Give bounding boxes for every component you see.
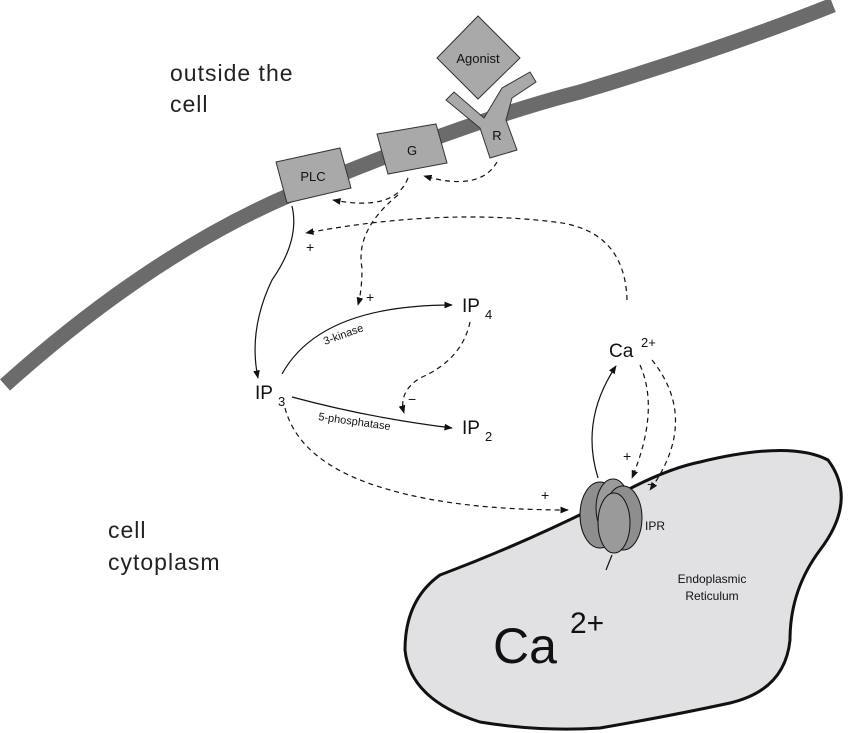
ca-er-charge: 2+	[570, 607, 604, 640]
ip2-label: IP 2	[462, 418, 492, 444]
g-protein: G	[376, 123, 448, 175]
arrow-g-to-kinase	[356, 194, 399, 306]
er-label-line1: Endoplasmic	[678, 572, 747, 586]
er-label-line2: Reticulum	[685, 589, 738, 603]
kinase-plus-sign: +	[366, 289, 374, 305]
arrow-ca-to-plc	[305, 216, 628, 301]
ipr-ca-minus-sign: −	[647, 476, 655, 492]
ipr-ca-plus-sign: +	[623, 448, 631, 464]
arrow-ip3-to-ip4	[281, 301, 453, 375]
arrow-ca-to-ipr-plus	[631, 364, 649, 479]
arrow-g-to-plc	[332, 177, 409, 205]
receptor-label: R	[492, 128, 501, 143]
cytoplasm-label-line1: cell	[108, 517, 147, 543]
svg-text:IP: IP	[462, 418, 480, 439]
agonist-label: Agonist	[456, 51, 500, 66]
outside-cell-label-line2: cell	[170, 91, 209, 117]
arrow-ip4-to-phosphatase	[398, 321, 471, 414]
arrow-ipr-to-ca	[591, 365, 617, 479]
phosphatase-minus-sign: −	[408, 391, 416, 407]
receptor: R	[445, 71, 537, 159]
plc: PLC	[275, 147, 352, 204]
plc-plus-sign: +	[306, 239, 314, 255]
svg-text:Ca: Ca	[609, 341, 634, 362]
ipr-ip3-plus-sign: +	[541, 487, 549, 503]
ca-er-label: Ca 2+	[493, 607, 604, 674]
cell-membrane	[0, 0, 836, 391]
plc-label: PLC	[300, 169, 325, 184]
arrow-ip3-to-ipr	[284, 407, 569, 514]
kinase-label: 3-kinase	[322, 322, 365, 347]
arrow-ip3-to-ip2	[291, 396, 453, 431]
endoplasmic-reticulum	[403, 449, 843, 731]
ip3-subscript: 3	[278, 394, 285, 409]
ca-cytoplasm-charge: 2+	[641, 335, 656, 350]
g-protein-label: G	[407, 143, 417, 158]
ip4-subscript: 4	[485, 307, 492, 322]
svg-text:IP: IP	[462, 296, 480, 317]
ip4-label: IP 4	[462, 296, 492, 322]
ipr-label: IPR	[645, 519, 665, 533]
phosphatase-label: 5-phosphatase	[318, 411, 392, 433]
ipr-channel	[579, 478, 643, 571]
arrow-plc-to-ip3	[253, 205, 295, 379]
outside-cell-label-line1: outside the	[170, 60, 294, 86]
ip3-label: IP 3	[255, 383, 285, 409]
agonist: Agonist	[436, 15, 521, 100]
svg-text:IP: IP	[255, 383, 273, 404]
ip2-subscript: 2	[485, 429, 492, 444]
ca-er-text: Ca	[493, 618, 557, 674]
ca-cytoplasm-label: Ca 2+	[609, 335, 656, 362]
cytoplasm-label-line2: cytoplasm	[108, 549, 221, 575]
